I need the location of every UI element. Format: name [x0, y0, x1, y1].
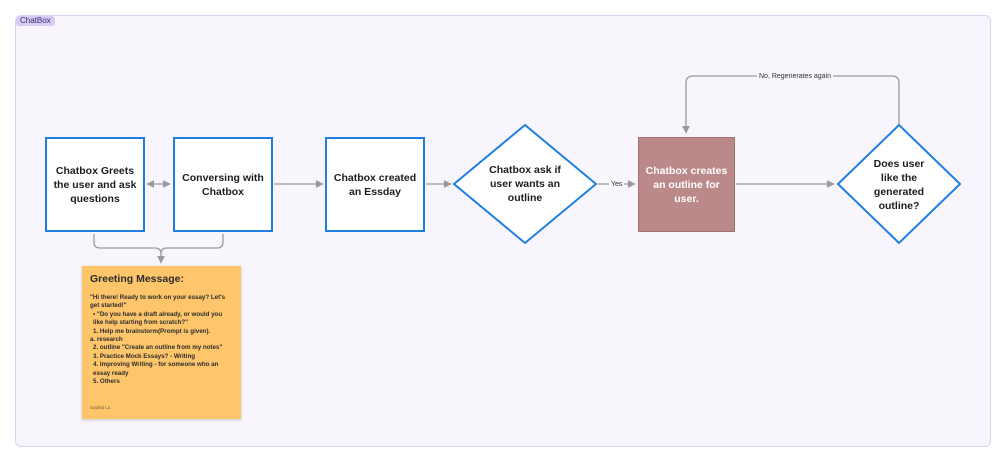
- node-conversing[interactable]: Conversing with Chatbox: [173, 137, 273, 232]
- sticky-author: Sophia Lu: [90, 405, 111, 410]
- sticky-line-option-2: 2. outline "Create an outline from my no…: [93, 344, 223, 352]
- sticky-line-option-3: 3. Practice Mock Essays? - Writing: [93, 352, 196, 360]
- node-creates-outline-label: Chatbox creates an outline for user.: [645, 164, 728, 205]
- node-conversing-label: Conversing with Chatbox: [182, 171, 264, 198]
- edge-likes-regenerate[interactable]: [682, 75, 900, 134]
- sticky-title: Greeting Message:: [90, 273, 184, 285]
- sticky-line-option-4: 4. Improving Writing - for someone who a…: [93, 361, 219, 377]
- decision-ask-outline-shape[interactable]: [452, 123, 598, 245]
- sticky-line-option-1: 1. Help me brainstorm(Prompt is given).: [93, 327, 211, 335]
- node-greets-label: Chatbox Greets the user and ask question…: [53, 164, 137, 205]
- decision-ask-outline-label: Chatbox ask if user wants an outline: [489, 164, 561, 204]
- sticky-line-option-1a: a. research: [90, 336, 123, 344]
- node-created-label: Chatbox created an Essday: [333, 171, 417, 198]
- sticky-line-option-5: 5. Others: [93, 378, 120, 386]
- edge-bracket-to-sticky[interactable]: [93, 234, 224, 262]
- sticky-line-greeting: "Hi there! Ready to work on your essay? …: [90, 294, 226, 310]
- frame-label: ChatBox: [16, 16, 55, 26]
- edge-label-yes: Yes: [609, 180, 625, 189]
- node-greets[interactable]: Chatbox Greets the user and ask question…: [45, 137, 145, 232]
- decision-likes-outline-label: Does user like the generated outline?: [873, 158, 925, 212]
- node-created-essay[interactable]: Chatbox created an Essday: [325, 137, 425, 232]
- decision-likes-outline-shape[interactable]: [836, 123, 962, 245]
- greeting-sticky-note[interactable]: Greeting Message: "Hi there! Ready to wo…: [82, 266, 241, 419]
- node-creates-outline[interactable]: Chatbox creates an outline for user.: [638, 137, 735, 232]
- sticky-line-draft-question: • "Do you have a draft already, or would…: [93, 310, 223, 327]
- edge-label-regenerate: No, Regenerates again: [757, 72, 833, 81]
